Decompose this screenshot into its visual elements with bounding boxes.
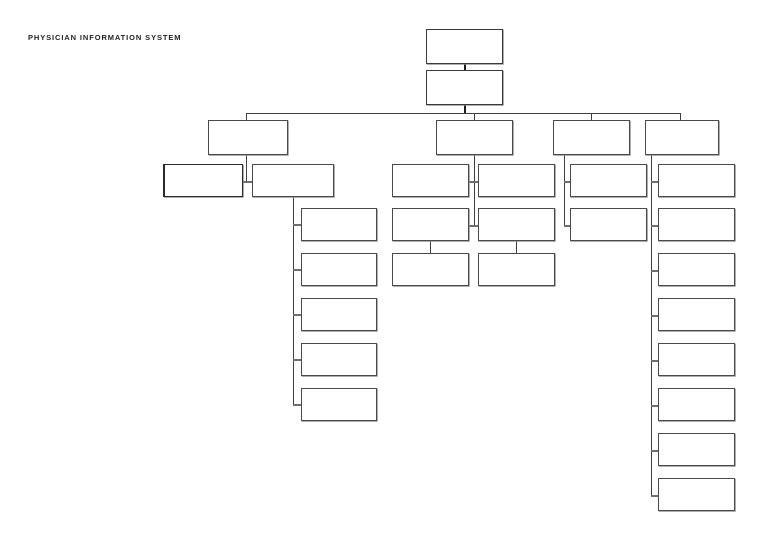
- node-b2-left-1[interactable]: [392, 164, 469, 197]
- node-b4-child-8[interactable]: [658, 478, 735, 511]
- connector-b2-drop-right: [516, 241, 518, 254]
- connector-b4-stub-5: [651, 360, 659, 362]
- node-root-second[interactable]: [426, 70, 503, 105]
- node-b4-child-5[interactable]: [658, 343, 735, 376]
- connector-b2-spine: [474, 155, 476, 225]
- node-b4-child-3[interactable]: [658, 253, 735, 286]
- connector-root-drop: [464, 105, 467, 114]
- node-b3-child-1[interactable]: [570, 164, 647, 197]
- connector-b4-stub-1: [651, 181, 659, 183]
- node-b2-left-3[interactable]: [392, 253, 469, 286]
- connector-b2-drop-left: [430, 241, 432, 254]
- connector-bar-to-branch-2: [474, 113, 476, 121]
- page-title: PHYSICIAN INFORMATION SYSTEM: [28, 33, 182, 42]
- node-branch-1[interactable]: [208, 120, 288, 155]
- connector-b4-stub-6: [651, 405, 659, 407]
- node-b1-right[interactable]: [252, 164, 334, 197]
- node-b1-left[interactable]: [163, 164, 243, 197]
- connector-b4-stub-8: [651, 495, 659, 497]
- connector-b1-stub-1: [293, 224, 302, 226]
- node-b4-child-7[interactable]: [658, 433, 735, 466]
- node-b4-child-4[interactable]: [658, 298, 735, 331]
- connector-b2-stub-r2: [474, 225, 479, 227]
- connector-b4-stub-2: [651, 225, 659, 227]
- connector-b1-stub-4: [293, 359, 302, 361]
- node-b1-child-3[interactable]: [301, 298, 377, 331]
- connector-b1-stub-2: [293, 269, 302, 271]
- connector-b2-stub-l1: [468, 181, 475, 183]
- node-b4-child-2[interactable]: [658, 208, 735, 241]
- node-b2-right-1[interactable]: [478, 164, 555, 197]
- node-branch-4[interactable]: [645, 120, 719, 155]
- node-branch-2[interactable]: [436, 120, 513, 155]
- node-b2-right-3[interactable]: [478, 253, 555, 286]
- connector-distribution-bar: [246, 113, 680, 115]
- connector-b3-spine: [564, 155, 566, 226]
- connector-b1-stub-left: [243, 181, 253, 183]
- connector-b4-stub-7: [651, 450, 659, 452]
- node-branch-3[interactable]: [553, 120, 630, 155]
- connector-bar-to-branch-3: [591, 113, 593, 121]
- node-b1-child-1[interactable]: [301, 208, 377, 241]
- connector-b4-spine: [651, 155, 653, 495]
- connector-b2-stub-r1: [474, 181, 479, 183]
- node-b1-child-4[interactable]: [301, 343, 377, 376]
- node-b2-left-2[interactable]: [392, 208, 469, 241]
- connector-root-link: [464, 64, 467, 70]
- node-root-top[interactable]: [426, 29, 503, 64]
- node-b1-child-2[interactable]: [301, 253, 377, 286]
- connector-b2-stub-l2: [468, 225, 475, 227]
- connector-b4-stub-3: [651, 270, 659, 272]
- connector-bar-to-branch-4: [680, 113, 682, 121]
- connector-b1-child-spine: [293, 197, 295, 406]
- connector-b1-stub-5: [293, 404, 302, 406]
- node-b2-right-2[interactable]: [478, 208, 555, 241]
- connector-b1-stub-3: [293, 314, 302, 316]
- node-b4-child-6[interactable]: [658, 388, 735, 421]
- connector-b1-spine: [246, 155, 248, 182]
- connector-b3-stub-2: [564, 225, 571, 227]
- node-b4-child-1[interactable]: [658, 164, 735, 197]
- node-b3-child-2[interactable]: [570, 208, 647, 241]
- connector-b4-stub-4: [651, 315, 659, 317]
- node-b1-child-5[interactable]: [301, 388, 377, 421]
- connector-b3-stub-1: [564, 181, 571, 183]
- connector-bar-to-branch-1: [246, 113, 248, 121]
